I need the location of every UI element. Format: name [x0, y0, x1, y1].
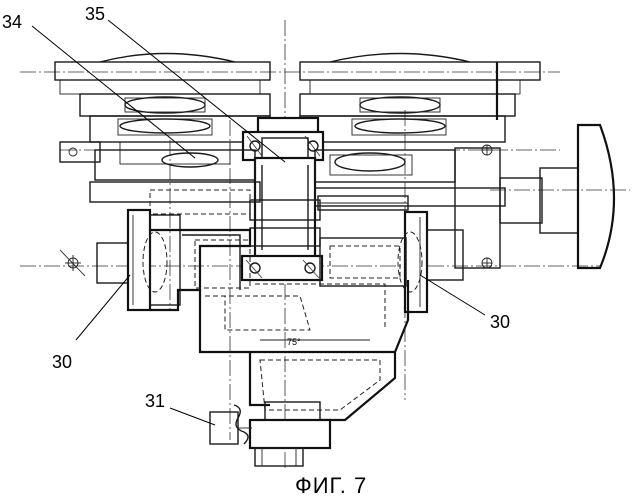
main-shaft	[250, 158, 320, 258]
upper-left-pulley-stack	[55, 54, 270, 143]
right-side-flange	[320, 212, 463, 312]
left-side-flange	[60, 210, 180, 310]
ref-label-31: 31	[145, 391, 165, 411]
ref-label-30-left: 30	[52, 352, 72, 372]
ref-label-30-right: 30	[490, 312, 510, 332]
figure-caption: ФИГ. 7	[295, 473, 367, 498]
right-motor	[455, 125, 614, 268]
ref-label-35: 35	[85, 4, 105, 24]
center-lines	[20, 20, 630, 470]
angle-note: 75°	[287, 337, 301, 347]
lower-bearing-assembly	[242, 256, 322, 280]
lower-motor-unit	[210, 405, 330, 466]
upper-right-pulley-stack	[300, 54, 540, 143]
ref-label-34: 34	[2, 12, 22, 32]
